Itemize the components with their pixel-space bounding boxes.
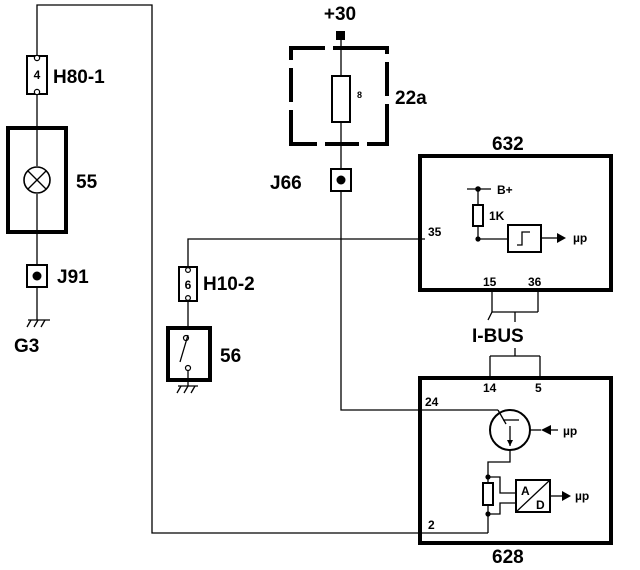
- wire-pin35: [187, 238, 425, 266]
- module-632-resistor: 1K: [489, 209, 505, 223]
- module-632: B+ 1K µp: [418, 154, 613, 292]
- switch-56: [166, 326, 212, 394]
- wire-supply-628: [340, 191, 425, 411]
- module-628-pin-24: 24: [425, 395, 439, 409]
- module-632-output: µp: [573, 231, 587, 245]
- connector-j66-label: J66: [270, 173, 302, 194]
- module-628-transistor-output: µp: [563, 424, 577, 438]
- module-628-pin-2: 2: [428, 518, 435, 532]
- resistor-1k: [472, 204, 484, 227]
- switch-label: 56: [220, 346, 241, 367]
- connector-j91-label: J91: [57, 267, 89, 288]
- module-632-pin-35: 35: [428, 225, 442, 239]
- module-632-label: 632: [492, 134, 524, 155]
- fuse-22a-label: 22a: [395, 88, 427, 109]
- connector-j66: [330, 168, 352, 192]
- lamp-label: 55: [76, 172, 98, 193]
- module-628-adc-a: A: [521, 484, 530, 498]
- schmitt-trigger: [507, 224, 542, 253]
- resistor-sense: [482, 482, 494, 506]
- switch-icon: [179, 334, 189, 363]
- module-632-supply: B+: [497, 183, 513, 197]
- ground-icon: [26, 319, 50, 328]
- fuse-h80-1: 4: [26, 54, 48, 96]
- module-628: 14 5 24 2 µp A D µp: [418, 376, 613, 545]
- supply-label: +30: [324, 4, 356, 25]
- lamp-55: [6, 126, 68, 234]
- wire-left-loop: [36, 4, 425, 534]
- fuse-h10-2-label: H10-2: [203, 274, 255, 295]
- fuse-h10-2: 6: [178, 266, 198, 328]
- module-628-label: 628: [492, 547, 524, 568]
- supply-terminal: [336, 31, 345, 40]
- module-632-pin-15: 15: [483, 275, 497, 289]
- i-bus-lines: [487, 290, 541, 378]
- fuse-h80-1-label: H80-1: [53, 67, 105, 88]
- arrow-right-icon: [562, 491, 571, 501]
- module-632-pin-36: 36: [528, 275, 542, 289]
- module-628-adc-output: µp: [575, 489, 589, 503]
- connector-j91: [26, 264, 48, 288]
- module-628-pin-5: 5: [535, 381, 542, 395]
- module-628-pin-14: 14: [483, 381, 497, 395]
- arrow-left-icon: [541, 425, 551, 435]
- fuse-h80-1-number: 4: [34, 68, 41, 82]
- ground-label: G3: [14, 336, 39, 357]
- i-bus-label: I-BUS: [472, 326, 524, 347]
- arrow-right-icon: [557, 233, 566, 243]
- fuse-22a-number: 8: [357, 90, 362, 100]
- module-628-adc-d: D: [536, 498, 545, 512]
- fuse-22a: 8: [289, 46, 389, 169]
- fuse-h10-2-number: 6: [185, 278, 192, 292]
